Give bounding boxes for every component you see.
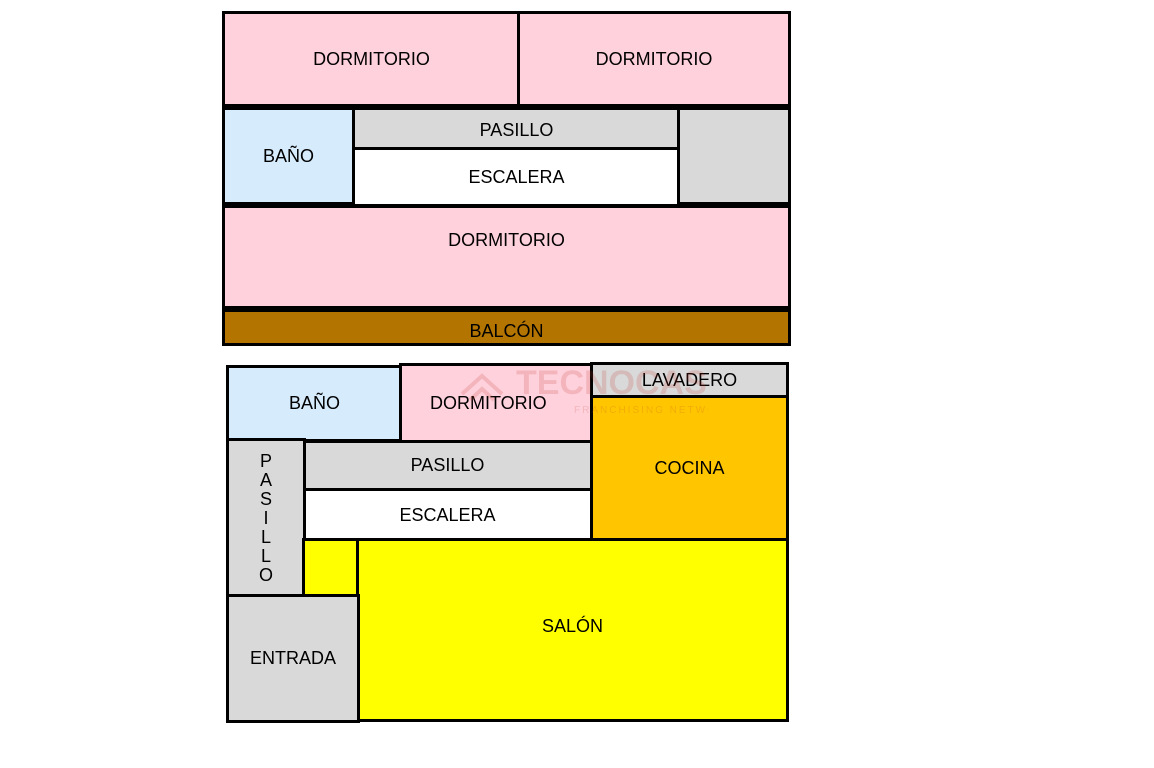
room-label: COCINA [654, 458, 725, 478]
room-salon: SALÓN [356, 538, 789, 722]
room-label: DORMITORIO [595, 48, 713, 69]
room-label-letter: P [259, 450, 272, 471]
room-label: ESCALERA [468, 166, 565, 187]
room-label: BAÑO [288, 393, 340, 413]
room-label: DORMITORIO [313, 48, 430, 69]
room-label: BAÑO [262, 145, 314, 166]
room-dormitorio-upper-right: DORMITORIO [517, 11, 791, 107]
room-label-letter: A [259, 469, 272, 490]
room-label: PASILLO [410, 455, 485, 475]
room-label: DORMITORIO [448, 230, 565, 250]
room-entrada: ENTRADA [226, 594, 360, 723]
room-cocina: COCINA [590, 395, 789, 542]
room-dormitorio-upper-left: DORMITORIO [222, 11, 521, 107]
room-label-vertical: P A S I L L O [258, 450, 273, 585]
room-storage-upper [677, 107, 791, 205]
room-label: SALÓN [541, 615, 604, 636]
room-label: LAVADERO [641, 370, 738, 390]
room-dormitorio-upper-bottom: DORMITORIO [222, 205, 791, 309]
room-label-letter: L [260, 545, 271, 566]
room-lavadero: LAVADERO [590, 362, 789, 399]
room-dormitorio-lower: DORMITORIO [399, 363, 593, 443]
room-label-letter: I [263, 507, 269, 528]
room-label: PASILLO [479, 120, 554, 140]
room-label: ESCALERA [399, 504, 496, 525]
room-label: DORMITORIO [430, 392, 547, 413]
room-label-letter: L [260, 526, 271, 547]
room-pasillo-lower-horizontal: PASILLO [302, 440, 593, 491]
room-label: ENTRADA [249, 648, 336, 668]
room-pasillo-lower-vertical: P A S I L L O [226, 438, 306, 598]
room-escalera-upper: ESCALERA [352, 147, 681, 207]
room-escalera-lower: ESCALERA [302, 488, 593, 542]
room-label-letter: S [259, 488, 272, 509]
room-label: BALCÓN [469, 321, 544, 341]
room-balcon: BALCÓN [222, 309, 791, 346]
room-bano-upper: BAÑO [222, 107, 355, 205]
room-pasillo-upper: PASILLO [352, 107, 681, 150]
room-salon-nook [302, 538, 360, 598]
room-bano-lower: BAÑO [226, 365, 403, 442]
room-label-letter: O [258, 564, 273, 585]
